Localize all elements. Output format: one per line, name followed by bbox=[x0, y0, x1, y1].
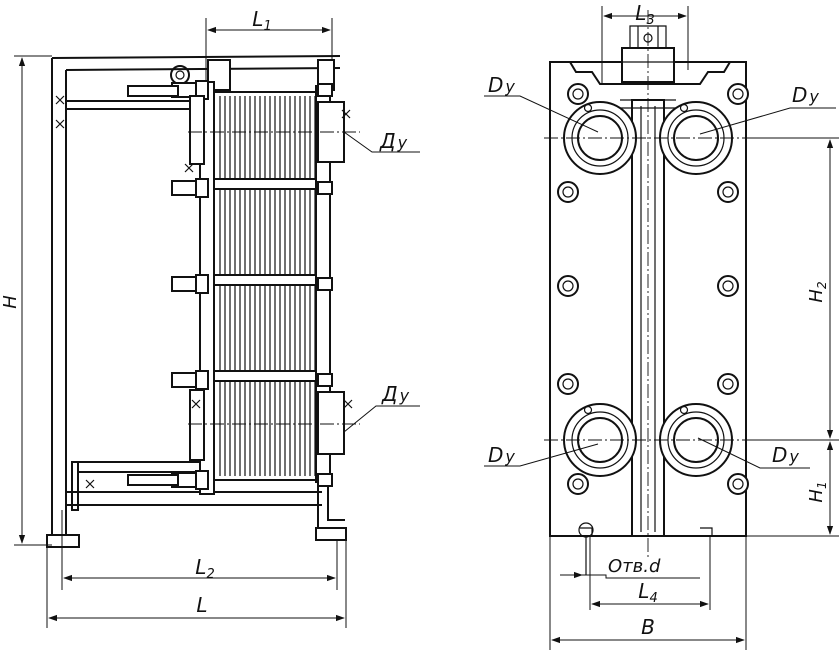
bolt-hole-inner bbox=[722, 378, 734, 390]
hanger-detail bbox=[622, 25, 674, 63]
bolt-hole-icon bbox=[557, 181, 579, 203]
bolt-hole-inner bbox=[732, 478, 744, 490]
bolt-holes bbox=[557, 83, 749, 495]
long-bolt-icon bbox=[127, 474, 179, 486]
tie-nut-rear-icon bbox=[317, 373, 333, 387]
tie-nut-rear-icon bbox=[317, 473, 333, 487]
dim-B-ext bbox=[549, 536, 747, 650]
guide-inner bbox=[640, 106, 656, 532]
dim-H2-label: H2 bbox=[806, 281, 829, 302]
dim-L2-label: L2 bbox=[195, 555, 214, 582]
lower-front-nozzle bbox=[189, 389, 205, 461]
dim-L-ext bbox=[46, 540, 347, 628]
bolt-hole-inner bbox=[732, 88, 744, 100]
dim-L3-label: L3 bbox=[635, 1, 654, 28]
bottom-bolt-head-icon bbox=[578, 522, 594, 538]
tie-bolt-icon bbox=[171, 276, 197, 292]
upper-guide bbox=[66, 100, 205, 110]
lower-nozzle-leader bbox=[343, 405, 420, 433]
port-nozzles bbox=[563, 101, 733, 477]
port-pin-icon bbox=[679, 103, 689, 113]
roller-hub bbox=[175, 70, 185, 80]
bottom-bolt-2 bbox=[700, 527, 713, 536]
tie-bolt-icon bbox=[171, 180, 197, 196]
bolt-hole-inner bbox=[562, 378, 574, 390]
frame-stand bbox=[51, 58, 67, 540]
bolt-hole-inner bbox=[722, 280, 734, 292]
dim-L4-label: L4 bbox=[638, 579, 657, 606]
bolt-hole-inner bbox=[562, 280, 574, 292]
top-right-leader bbox=[699, 107, 836, 135]
tie-nut-rear-icon bbox=[317, 181, 333, 195]
centerline bbox=[188, 131, 360, 425]
tie-nut-icon bbox=[195, 274, 209, 294]
bolt-hole-inner bbox=[572, 478, 584, 490]
bolt-hole-inner bbox=[572, 88, 584, 100]
rear-foot bbox=[315, 527, 347, 541]
group-separator bbox=[213, 274, 317, 286]
marker-icons bbox=[55, 95, 353, 489]
bolt-hole-icon bbox=[557, 373, 579, 395]
port-pin-icon bbox=[583, 103, 593, 113]
tie-bolts bbox=[127, 80, 333, 490]
plate-lines bbox=[213, 96, 317, 476]
dim-L4-ext bbox=[589, 536, 711, 610]
bolt-hole-icon bbox=[567, 473, 589, 495]
bolt-hole-icon bbox=[727, 83, 749, 105]
dim-L1-label: L1 bbox=[252, 7, 271, 34]
upper-nozzle-leader bbox=[343, 131, 420, 153]
bottom-bar-end bbox=[71, 461, 79, 511]
bottom-frame bbox=[66, 491, 322, 506]
bolt-hole-icon bbox=[727, 473, 749, 495]
bolt-hole-icon bbox=[717, 181, 739, 203]
dim-L2-ext bbox=[61, 510, 338, 590]
long-bolt-icon bbox=[127, 85, 179, 97]
bolt-hole-icon bbox=[557, 275, 579, 297]
stand-foot bbox=[46, 534, 80, 548]
tie-bolt-icon bbox=[171, 372, 197, 388]
port-pin-icon bbox=[679, 405, 689, 415]
dim-H2-ext bbox=[746, 137, 839, 441]
bolt-hole-icon bbox=[717, 373, 739, 395]
tie-nut-icon bbox=[195, 178, 209, 198]
group-separator bbox=[213, 370, 317, 382]
bolt-hole-inner bbox=[562, 186, 574, 198]
lower-nozzle bbox=[317, 391, 345, 455]
bottom-left-leader bbox=[484, 443, 599, 467]
tie-nut-rear-icon bbox=[317, 83, 333, 97]
upper-front-nozzle bbox=[189, 95, 205, 165]
dim-L-label: L bbox=[196, 593, 207, 617]
bolt-hole-inner bbox=[722, 186, 734, 198]
bolt-hole-icon bbox=[567, 83, 589, 105]
top-guide-bar bbox=[51, 55, 341, 71]
tie-nut-icon bbox=[195, 370, 209, 390]
hole-note: Отв.d bbox=[608, 556, 661, 577]
port-pin-icon bbox=[583, 405, 593, 415]
tie-nut-rear-icon bbox=[317, 277, 333, 291]
bottom-right-leader bbox=[697, 437, 810, 469]
bolt-hole-icon bbox=[717, 275, 739, 297]
dim-L3-ext bbox=[601, 6, 689, 84]
port-bore bbox=[673, 115, 719, 161]
top-left-leader bbox=[484, 95, 599, 133]
dim-B-label: B bbox=[641, 615, 655, 639]
dim-H-ext bbox=[14, 55, 52, 546]
group-separator bbox=[213, 178, 317, 190]
dim-H1-label: H1 bbox=[806, 481, 829, 502]
top-bracket bbox=[569, 61, 731, 85]
dim-H-label: H bbox=[0, 295, 21, 309]
port-bore bbox=[673, 417, 719, 463]
dim-L1-ext bbox=[205, 18, 333, 82]
tie-nut-icon bbox=[195, 470, 209, 490]
hole-leader bbox=[582, 574, 700, 579]
